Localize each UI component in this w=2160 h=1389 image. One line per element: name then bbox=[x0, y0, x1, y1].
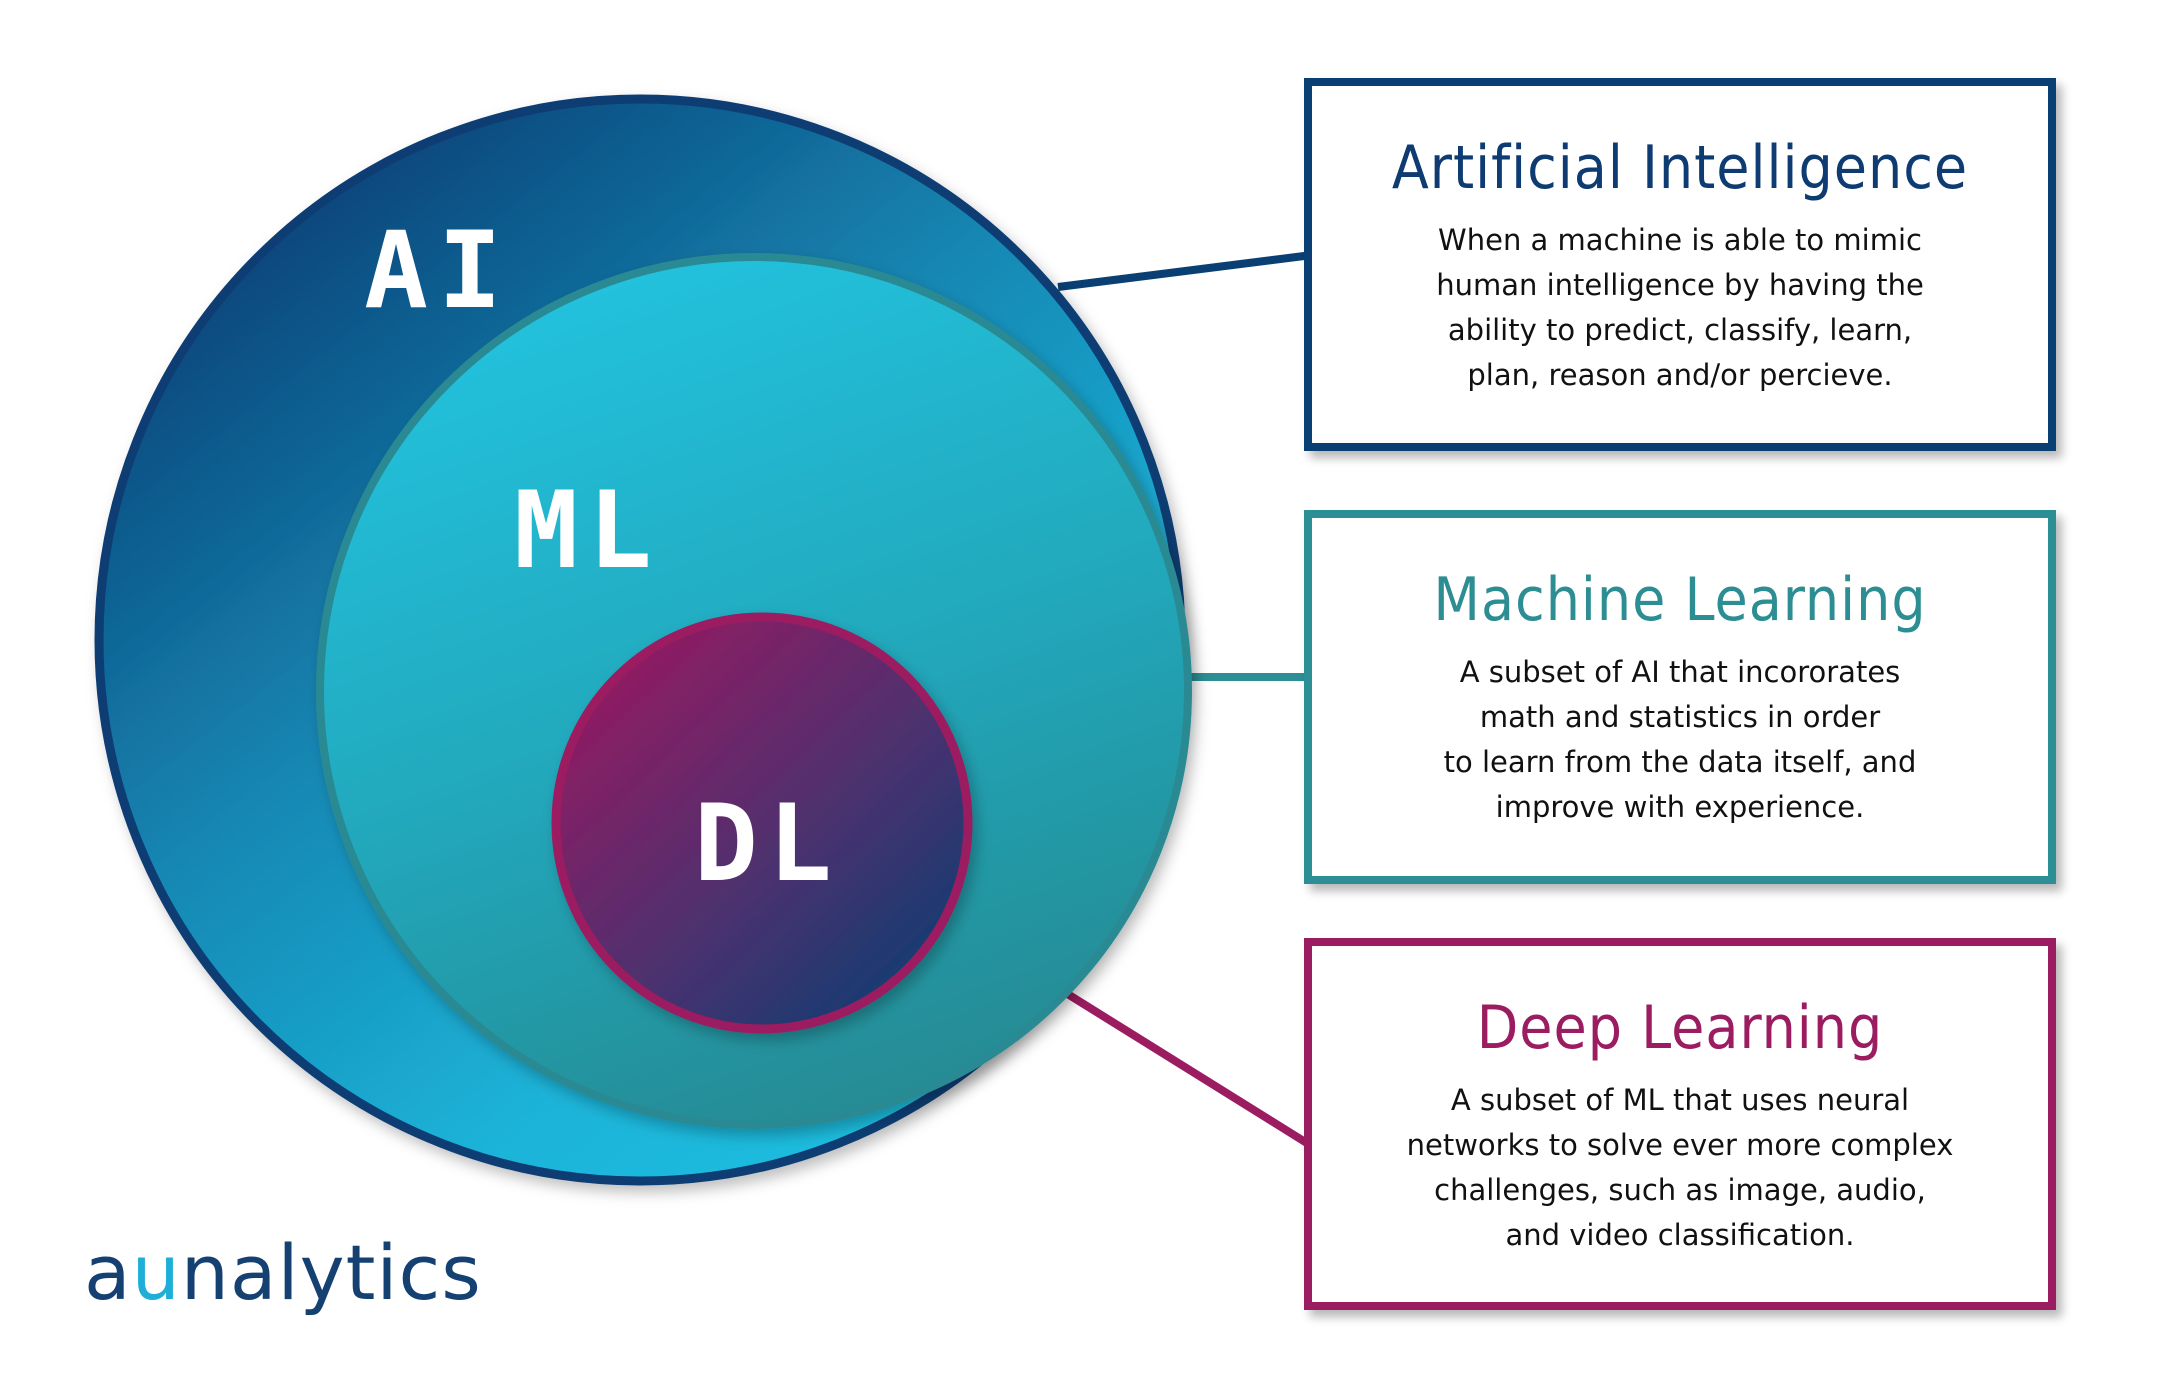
ai-card-description: When a machine is able to mimic human in… bbox=[1400, 218, 1960, 398]
dl-card-line: A subset of ML that uses neural bbox=[1450, 1083, 1910, 1117]
ml-card-line: to learn from the data itself, and bbox=[1443, 745, 1917, 779]
ai-card-line: When a machine is able to mimic bbox=[1438, 223, 1922, 257]
ai-card-line: human intelligence by having the bbox=[1436, 268, 1924, 302]
logo-text-part: a bbox=[84, 1228, 132, 1317]
dl-card-description: A subset of ML that uses neural networks… bbox=[1400, 1078, 1960, 1258]
dl-card-line: and video classification. bbox=[1505, 1218, 1855, 1252]
aunalytics-logo: aunalytics bbox=[84, 1228, 482, 1318]
dl-card-line: networks to solve ever more complex bbox=[1406, 1128, 1954, 1162]
dl-card-title: Deep Learning bbox=[1476, 993, 1884, 1063]
logo-accent-letter: u bbox=[131, 1228, 181, 1317]
ml-circle-label: ML bbox=[514, 469, 662, 592]
dl-circle bbox=[551, 612, 973, 1034]
ml-info-card: Machine Learning A subset of AI that inc… bbox=[1304, 510, 2056, 884]
connector-ai bbox=[1057, 251, 1313, 291]
dl-circle-label: DL bbox=[694, 782, 842, 905]
logo-text-part: nalytics bbox=[180, 1228, 482, 1317]
ml-card-description: A subset of AI that incororates math and… bbox=[1400, 650, 1960, 830]
ml-card-title: Machine Learning bbox=[1433, 565, 1927, 635]
ai-circle-label: AI bbox=[364, 209, 512, 332]
ml-card-line: improve with experience. bbox=[1495, 790, 1865, 824]
ai-info-card: Artificial Intelligence When a machine i… bbox=[1304, 78, 2056, 451]
ai-card-title: Artificial Intelligence bbox=[1391, 133, 1969, 203]
ai-card-line: plan, reason and/or percieve. bbox=[1467, 358, 1893, 392]
dl-card-line: challenges, such as image, audio, bbox=[1434, 1173, 1926, 1207]
ml-card-line: math and statistics in order bbox=[1479, 700, 1881, 734]
dl-info-card: Deep Learning A subset of ML that uses n… bbox=[1304, 938, 2056, 1310]
ml-card-line: A subset of AI that incororates bbox=[1459, 655, 1901, 689]
ai-card-line: ability to predict, classify, learn, bbox=[1447, 313, 1913, 347]
